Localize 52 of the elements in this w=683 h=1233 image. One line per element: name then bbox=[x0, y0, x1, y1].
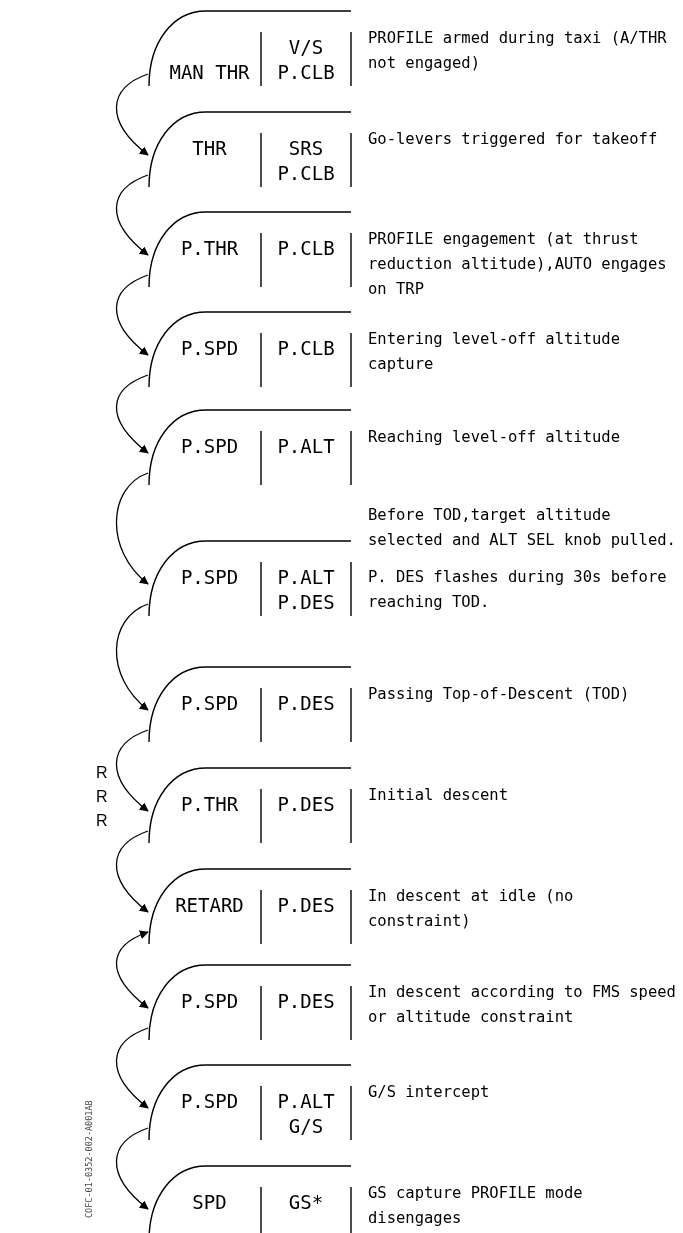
arrow bbox=[115, 472, 149, 585]
vertical-mode-text: P.DES bbox=[276, 691, 336, 716]
thrust-mode-text: P.SPD bbox=[179, 565, 240, 590]
vertical-mode-text: P.DES bbox=[276, 893, 336, 918]
arrow bbox=[115, 274, 149, 356]
thrust-mode-text: P.SPD bbox=[179, 434, 240, 459]
thrust-mode-text: P.THR bbox=[179, 236, 240, 261]
description-text: Reaching level-off altitude bbox=[368, 427, 621, 448]
thrust-mode-text: P.SPD bbox=[179, 989, 240, 1014]
arrow bbox=[115, 830, 149, 913]
thrust-mode-text: THR bbox=[191, 136, 228, 161]
thrust-mode-text: P.SPD bbox=[179, 1089, 240, 1114]
arrow bbox=[115, 930, 149, 1009]
thrust-mode-text: P.SPD bbox=[179, 336, 240, 361]
description-text: Entering level-off altitude capture bbox=[368, 329, 621, 375]
vertical-mode-text: P.DES bbox=[276, 792, 336, 817]
vertical-mode-text: SRS P.CLB bbox=[276, 136, 336, 186]
vertical-mode-text: V/S P.CLB bbox=[276, 35, 336, 85]
figure-code: COFC-01-0352-002-A001AB bbox=[84, 1100, 94, 1218]
arrow bbox=[115, 603, 149, 711]
description-text: Go-levers triggered for takeoff bbox=[368, 129, 659, 150]
description-text: Passing Top-of-Descent (TOD) bbox=[368, 684, 631, 705]
thrust-mode-text: SPD bbox=[191, 1190, 228, 1215]
description-text: G/S intercept bbox=[368, 1082, 491, 1103]
revision-mark: R bbox=[96, 764, 108, 782]
description-text: PROFILE armed during taxi (A/THR not engaged) bbox=[368, 28, 668, 74]
description-text: Before TOD,target altitude selected and ALT SEL knob pulled. bbox=[368, 505, 677, 551]
thrust-mode-text: RETARD bbox=[174, 893, 245, 918]
vertical-mode-text: P.ALT bbox=[276, 434, 336, 459]
thrust-mode-text: P.THR bbox=[179, 792, 240, 817]
arrow bbox=[115, 73, 149, 156]
vertical-mode-text: P.DES bbox=[276, 989, 336, 1014]
arrow bbox=[115, 729, 149, 812]
vertical-mode-text: P.ALT G/S bbox=[276, 1089, 336, 1139]
thrust-mode-text: MAN THR bbox=[168, 60, 251, 85]
arrow bbox=[115, 1027, 149, 1109]
description-text: P. DES flashes during 30s before reaching TOD. bbox=[368, 567, 668, 613]
arrow bbox=[115, 174, 149, 256]
vertical-mode-text: GS* bbox=[287, 1190, 325, 1215]
vertical-mode-text: P.CLB bbox=[276, 336, 336, 361]
revision-mark: R bbox=[96, 788, 108, 806]
description-text: Initial descent bbox=[368, 785, 509, 806]
thrust-mode-text: P.SPD bbox=[179, 691, 240, 716]
description-text: PROFILE engagement (at thrust reduction altitude),AUTO engages on TRP bbox=[368, 229, 668, 300]
arrow bbox=[115, 374, 149, 454]
description-text: GS capture PROFILE mode disengages bbox=[368, 1183, 584, 1229]
vertical-mode-text: P.ALT P.DES bbox=[276, 565, 336, 615]
description-text: In descent at idle (no constraint) bbox=[368, 886, 575, 932]
vertical-mode-text: P.CLB bbox=[276, 236, 336, 261]
arrow bbox=[115, 1127, 149, 1210]
revision-mark: R bbox=[96, 812, 108, 830]
description-text: In descent according to FMS speed or altitude constraint bbox=[368, 982, 677, 1028]
